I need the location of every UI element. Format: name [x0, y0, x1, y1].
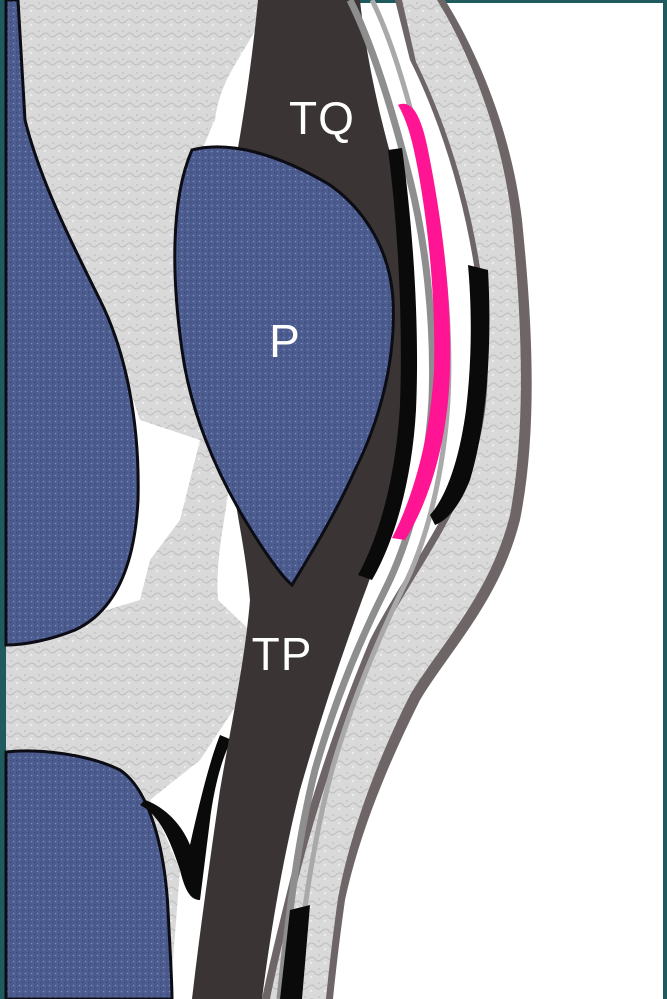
- frame-right-edge: [663, 0, 667, 999]
- label-quadriceps-tendon: TQ: [289, 92, 355, 144]
- label-patella: P: [269, 315, 301, 367]
- label-patellar-tendon: TP: [252, 628, 313, 680]
